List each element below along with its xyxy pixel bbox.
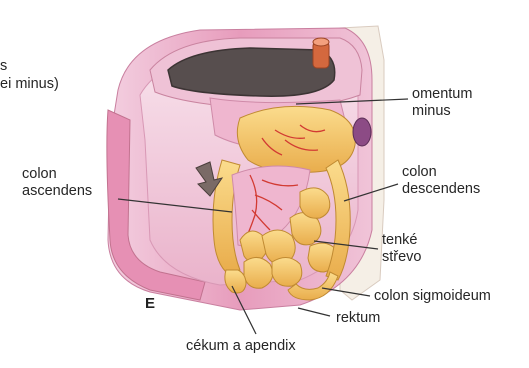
- label-rektum: rektum: [336, 310, 380, 327]
- label-colon-ascendens: colon ascendens: [22, 166, 92, 200]
- label-omentum-minus: omentum minus: [412, 86, 472, 120]
- cut-text-line-1: s: [0, 58, 7, 75]
- label-colon-ascendens-line-2: ascendens: [22, 183, 92, 200]
- label-omentum-minus-line-1: omentum: [412, 86, 472, 103]
- spleen: [353, 118, 371, 146]
- label-cekum-a-apendix: cékum a apendix: [186, 338, 296, 355]
- label-colon-descendens-line-2: descendens: [402, 181, 480, 198]
- label-omentum-minus-line-2: minus: [412, 103, 472, 120]
- label-tenke-strevo-line-1: tenké: [382, 232, 422, 249]
- label-tenke-strevo: tenké střevo: [382, 232, 422, 266]
- panel-letter: E: [145, 295, 155, 312]
- label-colon-ascendens-line-1: colon: [22, 166, 92, 183]
- cut-text-line-2: ei minus): [0, 76, 59, 93]
- aorta-tube: [313, 38, 329, 68]
- label-tenke-strevo-line-2: střevo: [382, 249, 422, 266]
- leader-rektum: [298, 308, 330, 316]
- label-colon-sigmoideum: colon sigmoideum: [374, 288, 491, 305]
- label-colon-descendens: colon descendens: [402, 164, 480, 198]
- label-colon-descendens-line-1: colon: [402, 164, 480, 181]
